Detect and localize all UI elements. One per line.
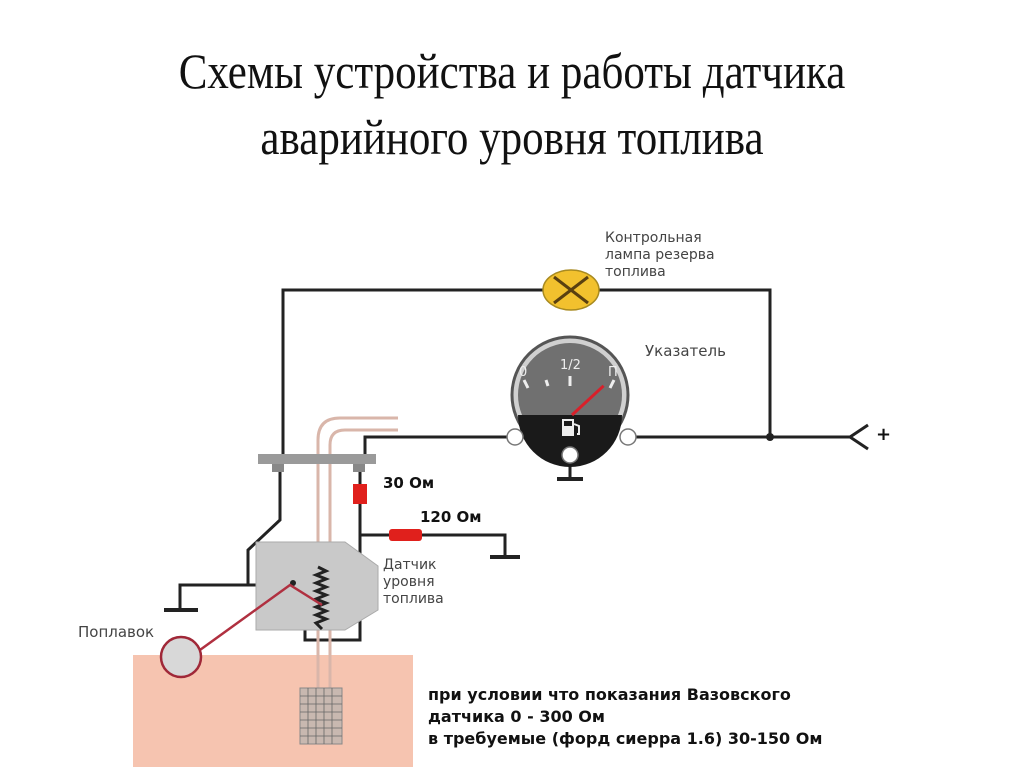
wire-plus-connector [847, 423, 869, 451]
note-line-3: в требуемые (форд сиерра 1.6) 30-150 Ом [428, 729, 823, 748]
warning-lamp-icon [542, 269, 600, 311]
conversion-note: при условии что показания Вазовского дат… [428, 684, 822, 750]
resistor-120-label: 120 Ом [420, 508, 482, 526]
wire-float-ground [178, 583, 290, 608]
lamp-label-line-1: Контрольная [605, 230, 702, 246]
sensor-coil [311, 565, 331, 631]
fuel-strainer [299, 687, 343, 745]
title-line-2: аварийного уровня топлива [260, 109, 764, 165]
float-ball [159, 635, 203, 679]
gauge-terminal-right [619, 428, 637, 446]
fuel-gauge [506, 335, 637, 467]
fuel-pump-icon [562, 419, 580, 436]
sensor-flange [258, 454, 376, 464]
resistor-30-ohm [353, 484, 367, 504]
note-line-2: датчика 0 - 300 Ом [428, 707, 605, 726]
gauge-terminal-left [506, 428, 524, 446]
gauge-label: Указатель [645, 342, 726, 360]
wire-lamp-right [598, 288, 772, 437]
lamp-label-line-3: топлива [605, 264, 666, 280]
gauge-mark-full: П [608, 365, 618, 380]
wire-gauge-sensor [363, 435, 515, 462]
flange-terminal-left [272, 464, 284, 472]
title-line-1: Схемы устройства и работы датчика [178, 43, 846, 99]
slide-title: Схемы устройства и работы датчика аварий… [72, 38, 953, 170]
flange-terminal-right [353, 464, 365, 472]
gauge-mark-empty: 0 [519, 365, 528, 380]
wire-120-ground [422, 533, 507, 555]
fuel-pipe [316, 416, 398, 740]
resistor-120-ohm [389, 529, 422, 541]
gauge-ticks [522, 376, 616, 389]
sensor-body [255, 541, 379, 631]
lamp-label: Контрольная лампа резерва топлива [605, 230, 715, 281]
gauge-terminal-bottom [561, 446, 579, 464]
sensor-label-line-3: топлива [383, 591, 444, 607]
sensor-label-line-2: уровня [383, 574, 435, 590]
junction-dot [766, 433, 774, 441]
gauge-needle [570, 384, 605, 417]
sensor-label: Датчик уровня топлива [383, 557, 444, 608]
float-label: Поплавок [78, 623, 155, 641]
wire-lamp-loop [281, 288, 545, 455]
float-arm [192, 583, 323, 657]
lamp-label-line-2: лампа резерва [605, 247, 715, 263]
note-line-1: при условии что показания Вазовского [428, 685, 791, 704]
gauge-mark-half: 1/2 [560, 358, 581, 373]
plus-terminal-label: + [876, 424, 892, 445]
sensor-label-line-1: Датчик [383, 557, 437, 573]
resistor-30-label: 30 Ом [383, 474, 435, 492]
